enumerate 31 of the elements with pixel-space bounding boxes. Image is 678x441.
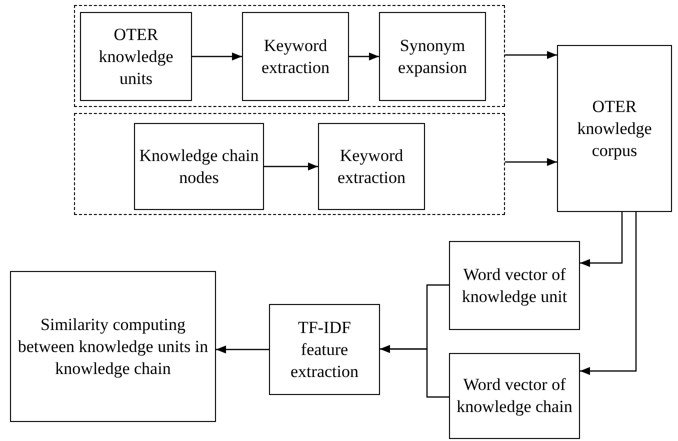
box-label: OTER knowledge corpus: [576, 96, 653, 162]
process-box: [449, 353, 580, 439]
process-box: [557, 45, 672, 212]
process-box: [242, 12, 349, 101]
box-label: Similarity computing between knowledge units in knowledge chain: [16, 314, 210, 380]
box-label: Knowledge chain nodes: [138, 144, 260, 188]
arrow: [192, 52, 242, 60]
process-box: [80, 12, 192, 101]
dashed-group-box: [74, 5, 505, 107]
arrow: [580, 212, 623, 267]
box-label: Keyword extraction: [260, 34, 330, 78]
box-label: Synonym expansion: [397, 34, 468, 78]
process-box: [10, 271, 216, 422]
arrow: [349, 52, 379, 60]
box-label: Word vector of knowledge chain: [456, 374, 574, 418]
box-label: Keyword extraction: [336, 144, 406, 188]
arrow: [580, 212, 637, 375]
box-label: TF-IDF feature extraction: [290, 316, 360, 382]
process-box: [379, 12, 486, 101]
arrow: [380, 345, 449, 398]
box-label: OTER knowledge units: [98, 24, 174, 90]
arrow: [216, 346, 269, 354]
arrow: [505, 51, 557, 59]
process-box: [318, 123, 425, 210]
box-label: Word vector of knowledge unit: [460, 264, 568, 308]
arrow: [505, 158, 557, 166]
process-box: [449, 241, 580, 330]
process-box: [269, 304, 380, 395]
arrow: [264, 162, 318, 170]
process-box: [134, 123, 264, 210]
dashed-group-box: [74, 113, 505, 215]
